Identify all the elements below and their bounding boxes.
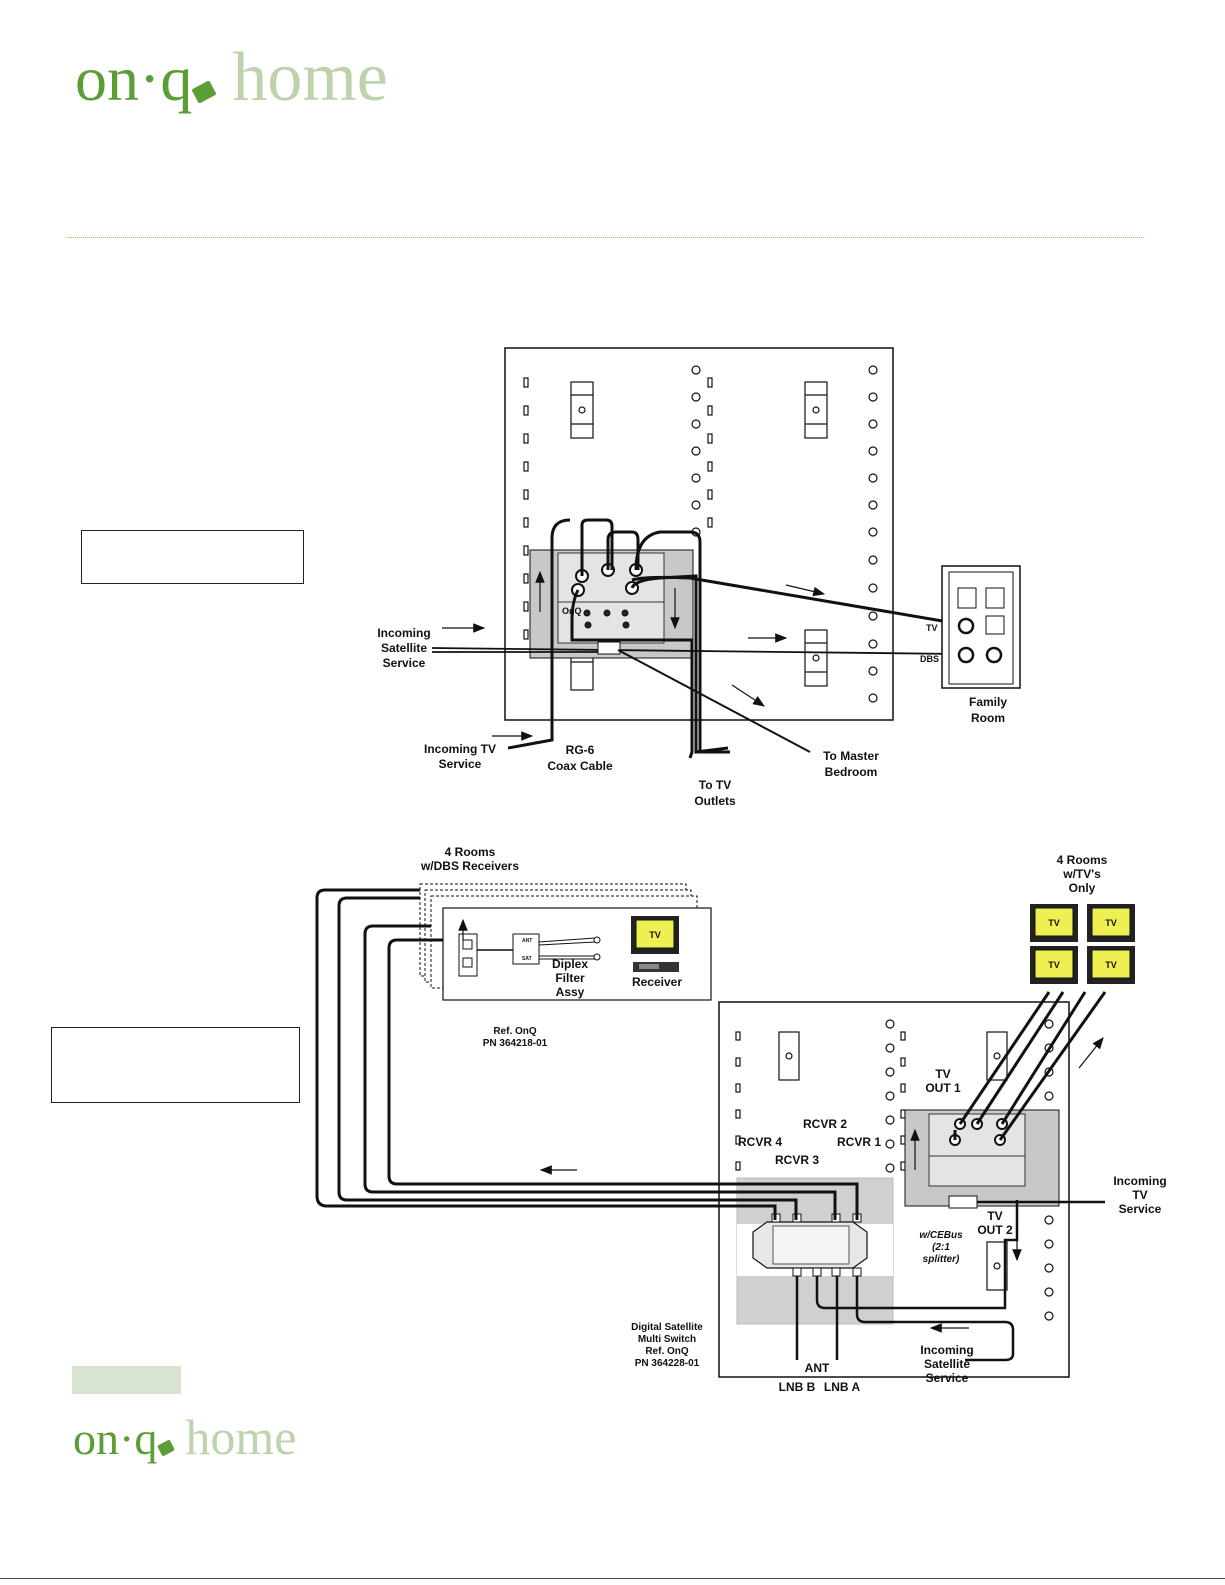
incoming-satellite-label-2: Satellite [381, 641, 427, 655]
incoming-tv-label-2: Service [439, 757, 482, 771]
tv-label-1: TV [1048, 918, 1060, 928]
diagram-bottom: ANT SAT TV TV TV TV TV [315, 845, 1167, 1394]
incoming-tv-label-3b: Service [1119, 1202, 1162, 1216]
to-tv-outlets-label-1: To TV [699, 778, 731, 792]
incoming-satellite-label-1b: Incoming [920, 1343, 973, 1357]
callout-box-top [81, 530, 304, 584]
cebus-label-3: splitter) [923, 1254, 960, 1265]
cebus-label-2: (2:1 [932, 1242, 950, 1253]
to-master-label-2: Bedroom [825, 765, 878, 779]
rcvr4-label: RCVR 4 [738, 1135, 782, 1149]
satellite-feed [431, 647, 961, 655]
tv-out2-label-2: OUT 2 [977, 1223, 1013, 1237]
tv-out1-label-2: OUT 1 [925, 1081, 961, 1095]
diplex-label-3: Assy [556, 985, 585, 999]
mounting-holes-right [868, 365, 878, 703]
multiswitch-label-4: PN 364228-01 [635, 1358, 700, 1369]
header-divider [67, 237, 1144, 238]
incoming-tv-label-2b: TV [1132, 1188, 1147, 1202]
ant-label: ANT [805, 1361, 830, 1375]
rcvr2-label: RCVR 2 [803, 1117, 847, 1131]
footer-accent-bar [72, 1366, 181, 1394]
coax-label-2: Coax Cable [547, 759, 613, 773]
callout-box-bottom [51, 1027, 300, 1103]
tv-label-3: TV [1048, 960, 1060, 970]
rcvr1-label: RCVR 1 [837, 1135, 881, 1149]
brand-logo-top: on·q home [75, 38, 388, 118]
tv-only-rooms [1030, 904, 1135, 984]
diplex-ant-label: ANT [522, 938, 532, 944]
multiswitch-label-1: Digital Satellite [631, 1322, 703, 1333]
brand-name-onq-footer: on·q [73, 1413, 158, 1464]
footer-line [0, 1578, 1225, 1579]
diplex-label-2: Filter [555, 971, 585, 985]
ref-diplex-1: Ref. OnQ [493, 1026, 537, 1037]
ref-diplex-2: PN 364218-01 [483, 1038, 548, 1049]
four-rooms-tv-2: w/TV's [1062, 867, 1101, 881]
coax-cables [507, 518, 961, 759]
coax-label-1: RG-6 [566, 743, 595, 757]
four-rooms-dbs-1: 4 Rooms [445, 845, 496, 859]
incoming-satellite-label-3b: Service [926, 1371, 969, 1385]
master-bedroom-cable [617, 649, 811, 753]
diplex-filter [477, 933, 601, 965]
incoming-tv-label-1: Incoming TV [424, 742, 496, 756]
rcvr-cables [315, 888, 859, 1220]
brand-name-home-footer: home [185, 1409, 297, 1465]
tv-out1-label-1: TV [935, 1067, 950, 1081]
brand-name-home: home [232, 39, 388, 116]
diagram-top: OnQ TV DBS Incoming Satellite Service [377, 347, 1021, 808]
four-rooms-dbs-2: w/DBS Receivers [420, 859, 519, 873]
diplex-label-1: Diplex [552, 957, 588, 971]
lnb-a-label: LNB A [824, 1380, 861, 1394]
tv-screen-label: TV [649, 930, 661, 940]
incoming-tv-label-1b: Incoming [1113, 1174, 1166, 1188]
multiswitch-label-3: Ref. OnQ [645, 1346, 689, 1357]
four-rooms-tv-3: Only [1069, 881, 1096, 895]
mounting-slots-left [523, 377, 529, 640]
to-tv-outlets-label-2: Outlets [694, 794, 736, 808]
tv-out2-label-1: TV [987, 1209, 1002, 1223]
tv-port-label: TV [926, 623, 938, 633]
incoming-satellite-label-3: Service [383, 656, 426, 670]
cebus-label-1: w/CEBus [919, 1230, 963, 1241]
family-room-label-1: Family [969, 695, 1007, 709]
to-master-label-1: To Master [823, 749, 879, 763]
leaf-icon [157, 1439, 176, 1457]
multiswitch-label-2: Multi Switch [638, 1334, 696, 1345]
incoming-satellite-label-2b: Satellite [924, 1357, 970, 1371]
rcvr3-label: RCVR 3 [775, 1153, 819, 1167]
lnb-b-label: LNB B [779, 1380, 816, 1394]
brand-logo-bottom: on·q home [73, 1408, 296, 1466]
tv-label-4: TV [1105, 960, 1117, 970]
mounting-holes-mid [691, 365, 713, 537]
four-rooms-tv-1: 4 Rooms [1057, 853, 1108, 867]
tv-label-2: TV [1105, 918, 1117, 928]
leaf-icon [191, 80, 217, 104]
receiver-label: Receiver [632, 975, 682, 989]
family-room-label-2: Room [971, 711, 1005, 725]
tv-cables [953, 991, 1107, 1141]
incoming-satellite-label-1: Incoming [377, 626, 430, 640]
brackets [570, 381, 828, 691]
diplex-sat-label: SAT [522, 956, 532, 962]
dbs-port-label: DBS [920, 654, 939, 664]
brand-name-onq: on·q [75, 43, 193, 114]
